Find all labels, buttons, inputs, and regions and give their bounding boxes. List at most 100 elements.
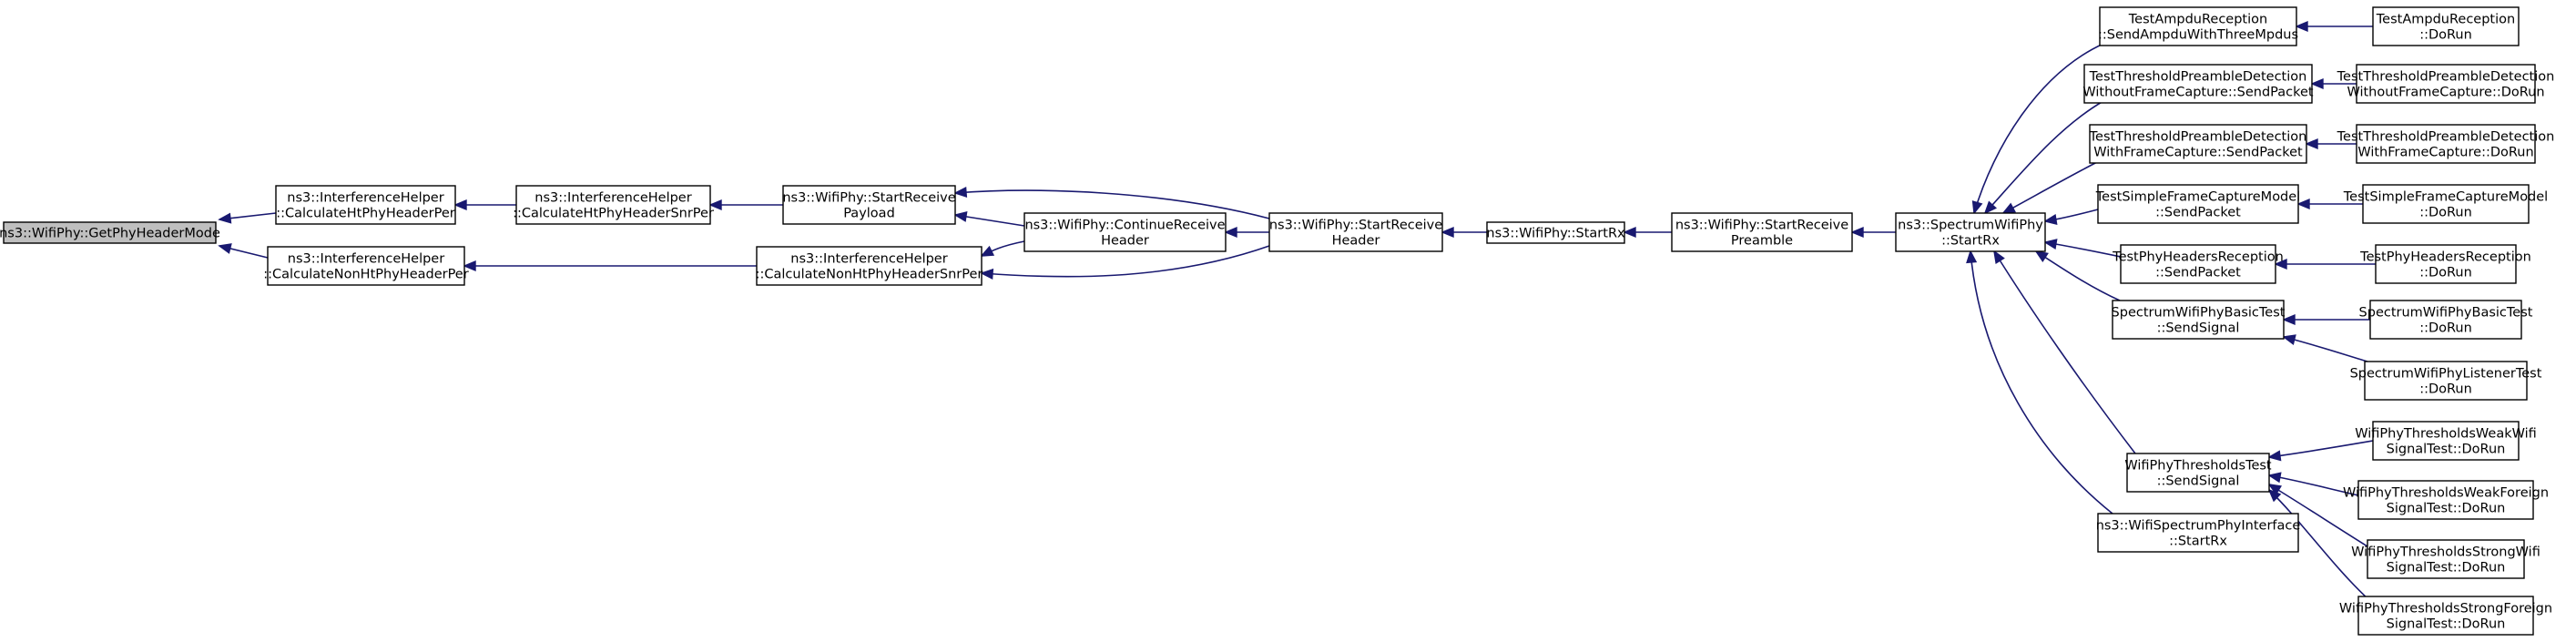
edge-n4-n2 — [463, 260, 757, 272]
arrowhead-icon — [1971, 200, 1983, 215]
node-n16[interactable]: SpectrumWifiPhyBasicTest::SendSignal — [2112, 300, 2286, 340]
node-box — [267, 246, 465, 286]
edge-n6-n4 — [980, 240, 1025, 257]
node-n2[interactable]: ns3::InterferenceHelper::CalculateNonHtP… — [263, 246, 469, 286]
node-label-line: WithFrameCapture::SendPacket — [2093, 146, 2303, 160]
edge-n29-n17 — [2267, 488, 2371, 602]
edge-n7-n4 — [980, 245, 1270, 280]
node-n26[interactable]: WifiPhyThresholdsWeakWifiSignalTest::DoR… — [2355, 421, 2537, 461]
arrowhead-icon — [2043, 239, 2058, 250]
node-label-line: ns3::InterferenceHelper — [287, 191, 443, 206]
node-box — [1486, 221, 1625, 244]
arrowhead-icon — [2267, 488, 2282, 503]
node-label-line: ::CalculateHtPhyHeaderSnrPer — [513, 207, 714, 221]
node-label-line: WifiPhyThresholdsWeakWifi — [2355, 427, 2537, 442]
node-label-line: TestSimpleFrameCaptureModel — [2343, 190, 2548, 205]
edge-line — [981, 245, 1270, 278]
edge-n3-n1 — [453, 199, 516, 211]
arrowhead-icon — [2310, 77, 2324, 90]
edge-n2-n0 — [218, 243, 269, 259]
arrowhead-icon — [453, 199, 467, 211]
node-label-line: ::DoRun — [2419, 206, 2472, 220]
arrowhead-icon — [2043, 214, 2058, 225]
node-label-line: ns3::InterferenceHelper — [535, 191, 691, 206]
edge-n7-n5 — [953, 186, 1270, 219]
node-box — [275, 185, 456, 225]
node-n20[interactable]: TestThresholdPreambleDetectionWithoutFra… — [2337, 64, 2555, 104]
node-n27[interactable]: WifiPhyThresholdsWeakForeignSignalTest::… — [2343, 480, 2549, 520]
node-n10[interactable]: ns3::SpectrumWifiPhy::StartRx — [1895, 212, 2046, 252]
node-label-line: ::CalculateNonHtPhyHeaderPer — [263, 268, 468, 282]
node-n28[interactable]: WifiPhyThresholdsStrongWifiSignalTest::D… — [2351, 539, 2540, 579]
arrowhead-icon — [1224, 226, 1237, 239]
node-n14[interactable]: TestSimpleFrameCaptureModel::SendPacket — [2095, 184, 2300, 224]
node-n1[interactable]: ns3::InterferenceHelper::CalculateHtPhyH… — [275, 185, 456, 225]
edge-line — [2035, 250, 2121, 301]
node-label-line: ::StartRx — [2169, 535, 2227, 549]
node-box — [2372, 421, 2520, 461]
node-box — [2097, 184, 2299, 224]
node-n3[interactable]: ns3::InterferenceHelper::CalculateHtPhyH… — [513, 185, 714, 225]
node-box — [515, 185, 711, 225]
node-n8[interactable]: ns3::WifiPhy::StartRx — [1486, 221, 1625, 244]
edge-line — [1993, 250, 2136, 454]
arrowhead-icon — [2267, 472, 2282, 484]
node-n29[interactable]: WifiPhyThresholdsStrongForeignSignalTest… — [2339, 596, 2552, 636]
edge-n17-n10 — [1993, 250, 2136, 454]
node-box — [2357, 480, 2534, 520]
node-label-line: SpectrumWifiPhyListenerTest — [2350, 367, 2542, 382]
node-label-line: TestThresholdPreambleDetection — [2337, 70, 2555, 85]
node-label-line: ns3::WifiPhy::GetPhyHeaderMode — [0, 227, 220, 241]
node-n22[interactable]: TestSimpleFrameCaptureModel::DoRun — [2343, 184, 2548, 224]
arrowhead-icon — [463, 260, 476, 272]
node-box — [2120, 244, 2276, 284]
node-label-line: TestThresholdPreambleDetection — [2089, 70, 2307, 85]
node-box — [2097, 513, 2299, 553]
edge-n18-n10 — [1966, 250, 2113, 515]
edge-n16-n10 — [2034, 250, 2121, 301]
arrowhead-icon — [980, 268, 994, 280]
node-label-line: WithFrameCapture::DoRun — [2357, 146, 2533, 160]
node-label-line: ns3::WifiPhy::StartReceive — [1675, 219, 1848, 233]
node-n11[interactable]: TestAmpduReception::SendAmpduWithThreeMp… — [2098, 6, 2298, 46]
edge-n6-n5 — [953, 210, 1025, 227]
node-box — [782, 185, 956, 225]
node-n24[interactable]: SpectrumWifiPhyBasicTest::DoRun — [2359, 300, 2533, 340]
node-box — [2362, 184, 2530, 224]
edge-n14-n10 — [2043, 209, 2099, 225]
edge-n22-n14 — [2296, 198, 2363, 210]
node-box — [1268, 212, 1443, 252]
node-label-line: ns3::InterferenceHelper — [288, 252, 444, 267]
node-n12[interactable]: TestThresholdPreambleDetectionWithoutFra… — [2082, 64, 2314, 104]
node-n25[interactable]: SpectrumWifiPhyListenerTest::DoRun — [2350, 361, 2542, 401]
node-box — [2356, 64, 2536, 104]
arrowhead-icon — [2282, 334, 2296, 345]
arrowhead-icon — [2282, 313, 2296, 326]
node-n4[interactable]: ns3::InterferenceHelper::CalculateNonHtP… — [756, 246, 983, 286]
graph-edges — [218, 20, 2376, 602]
edge-line — [1984, 100, 2104, 214]
edge-n12-n10 — [1983, 100, 2104, 215]
node-box — [2375, 244, 2517, 284]
node-box — [2357, 596, 2534, 636]
node-label-line: TestThresholdPreambleDetection — [2089, 130, 2307, 145]
node-label-line: ::DoRun — [2419, 321, 2472, 336]
node-n15[interactable]: TestPhyHeadersReception::SendPacket — [2112, 244, 2284, 284]
arrowhead-icon — [1966, 250, 1978, 264]
node-label-line: ::DoRun — [2419, 382, 2472, 397]
node-n19[interactable]: TestAmpduReception::DoRun — [2372, 6, 2520, 46]
node-n23[interactable]: TestPhyHeadersReception::DoRun — [2359, 244, 2531, 284]
node-n13[interactable]: TestThresholdPreambleDetectionWithFrameC… — [2089, 124, 2307, 164]
node-n21[interactable]: TestThresholdPreambleDetectionWithFrameC… — [2337, 124, 2555, 164]
node-n17[interactable]: WifiPhyThresholdsTest::SendSignal — [2124, 453, 2272, 493]
arrowhead-icon — [1993, 250, 2005, 264]
node-label-line: ns3::WifiPhy::StartRx — [1486, 227, 1625, 241]
arrowhead-icon — [2295, 20, 2308, 33]
arrowhead-icon — [2001, 202, 2017, 214]
node-label-line: ::CalculateHtPhyHeaderPer — [276, 207, 455, 221]
node-n18[interactable]: ns3::WifiSpectrumPhyInterface::StartRx — [2096, 513, 2301, 553]
